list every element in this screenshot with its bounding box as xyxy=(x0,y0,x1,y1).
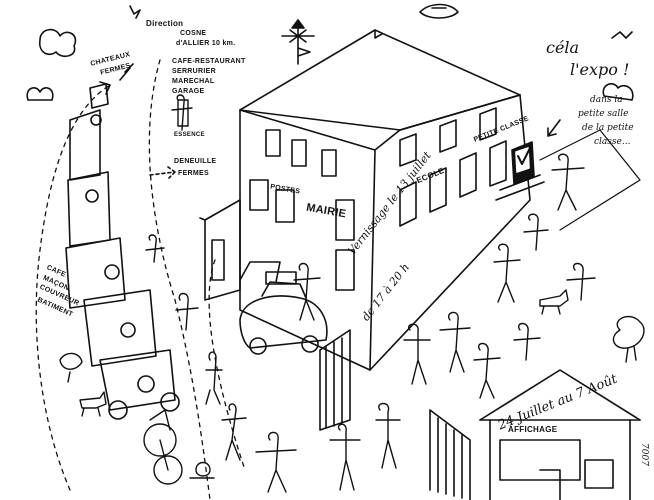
label-cosne: COSNE xyxy=(180,30,207,37)
label-fermes: FERMES xyxy=(178,170,209,177)
label-essence: ESSENCE xyxy=(174,132,205,138)
star-doodle xyxy=(129,5,141,19)
rooster-icon xyxy=(612,315,645,363)
arrow-to-classroom xyxy=(547,119,561,137)
label-serrurier: SERRURIER xyxy=(172,68,216,75)
truck-convoy xyxy=(65,83,180,420)
cloud-left xyxy=(26,87,54,101)
cloud-topleft xyxy=(38,28,77,58)
artist-signature: 7007 xyxy=(638,443,649,466)
dog-icon xyxy=(539,289,569,315)
road-arrow-cafe xyxy=(119,63,134,81)
garden-fence xyxy=(319,329,471,500)
post-office-annex xyxy=(199,199,241,301)
label-expo: l'expo ! xyxy=(570,60,630,79)
label-affichage: AFFICHAGE xyxy=(508,425,558,434)
cloud-right xyxy=(602,83,634,101)
label-garage: GARAGE xyxy=(172,88,205,95)
bird-topright xyxy=(611,31,633,39)
label-de-la-petite: de la petite xyxy=(582,123,634,133)
weather-vane-icon xyxy=(281,19,315,65)
dashed-road-left xyxy=(35,84,111,491)
animals xyxy=(59,289,645,479)
dashed-road-middle xyxy=(148,59,211,500)
car-with-luggage xyxy=(239,261,328,355)
checkmark-icon xyxy=(517,147,531,165)
label-cela: céla xyxy=(546,38,580,57)
label-classe: classe... xyxy=(594,137,631,147)
label-direction: Direction xyxy=(146,19,184,28)
goat-icon xyxy=(79,391,107,417)
villagers-crowd xyxy=(143,94,596,493)
bird-icon-left xyxy=(59,352,83,383)
ufo-top xyxy=(419,3,459,19)
label-deneuille: DENEUILLE xyxy=(174,158,217,165)
road-arrow-deneuille xyxy=(149,166,176,179)
label-cafe-restaurant: CAFE-RESTAURANT xyxy=(172,58,246,65)
expo-hall-building xyxy=(479,369,641,500)
mairie-school-building xyxy=(239,29,641,371)
label-dans-la: dans la xyxy=(590,95,623,105)
label-allier: d'ALLIER 10 km. xyxy=(176,40,236,47)
label-marechal: MARECHAL xyxy=(172,78,215,85)
snail-icon xyxy=(189,461,215,479)
dashed-road-right xyxy=(208,259,246,471)
label-petite-salle: petite salle xyxy=(578,109,629,119)
